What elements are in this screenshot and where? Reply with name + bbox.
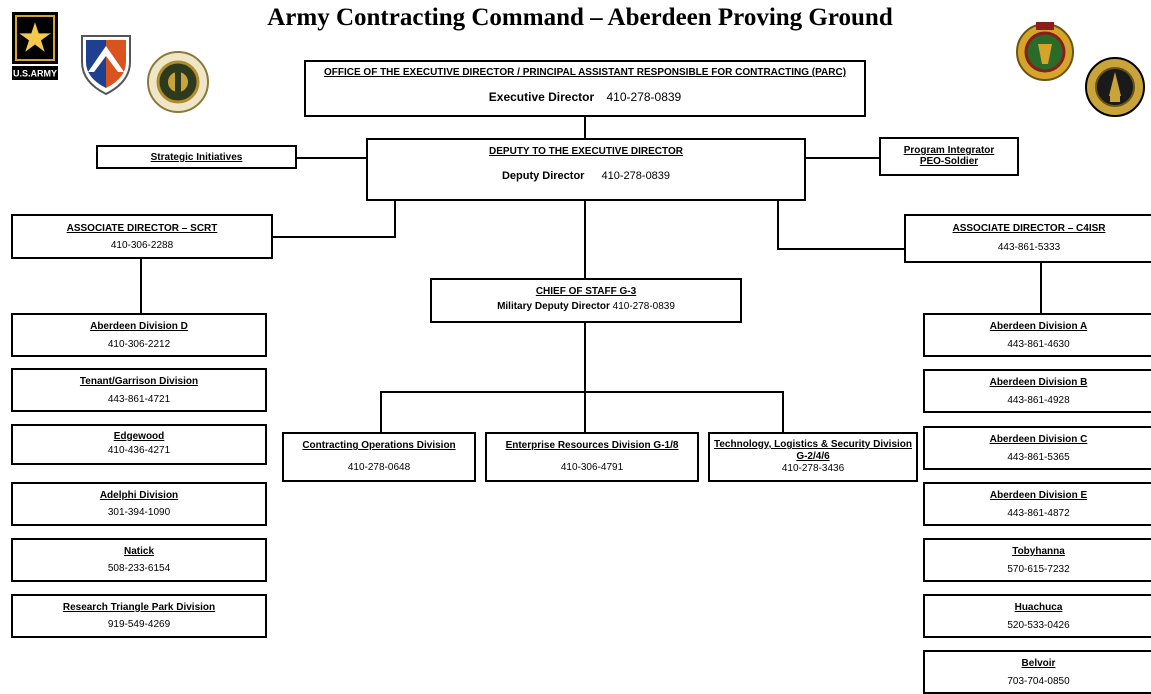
- seal-icon: [146, 50, 210, 114]
- chief-of-staff-line: Military Deputy Director 410-278-0839: [432, 301, 740, 312]
- left-division-phone: 410-306-2212: [107, 339, 171, 350]
- left-division-box: Aberdeen Division D 410-306-2212: [11, 313, 267, 357]
- left-division-box: Tenant/Garrison Division 443-861-4721: [11, 368, 267, 412]
- army-logo: U.S.ARMY: [10, 12, 60, 82]
- left-division-box: Research Triangle Park Division 919-549-…: [11, 594, 267, 638]
- program-integrator-box: Program Integrator PEO-Soldier: [879, 137, 1019, 176]
- deputy-director-heading: DEPUTY TO THE EXECUTIVE DIRECTOR: [489, 146, 683, 157]
- right-division-phone: 570-615-7232: [1007, 564, 1070, 575]
- connector-line: [584, 322, 586, 392]
- associate-director-c4isr-heading: ASSOCIATE DIRECTOR – C4ISR: [952, 223, 1106, 234]
- connector-line: [584, 391, 586, 433]
- deputy-director-box: DEPUTY TO THE EXECUTIVE DIRECTOR Deputy …: [366, 138, 806, 201]
- right-division-phone: 443-861-4872: [1007, 508, 1070, 519]
- right-division-name: Tobyhanna: [1012, 546, 1065, 557]
- right-division-name: Aberdeen Division A: [989, 321, 1088, 332]
- connector-line: [584, 200, 586, 280]
- right-division-name: Huachuca: [1014, 602, 1063, 613]
- connector-line: [394, 196, 396, 238]
- deputy-director-phone: 410-278-0839: [601, 170, 671, 182]
- connector-line: [777, 196, 779, 250]
- center-division-phone: 410-306-4791: [560, 462, 624, 473]
- right-division-box: Aberdeen Division A 443-861-4630: [923, 313, 1151, 357]
- seal-icon: [1084, 56, 1146, 118]
- right-division-name: Aberdeen Division B: [989, 377, 1088, 388]
- chief-of-staff-label: Military Deputy Director: [497, 301, 610, 312]
- right-division-box: Belvoir 703-704-0850: [923, 650, 1151, 694]
- left-division-phone: 508-233-6154: [107, 563, 171, 574]
- connector-line: [584, 116, 586, 139]
- executive-director-box: OFFICE OF THE EXECUTIVE DIRECTOR / PRINC…: [304, 60, 866, 117]
- left-division-name: Edgewood: [113, 431, 165, 442]
- center-division-box: Technology, Logistics & Security Divisio…: [708, 432, 918, 482]
- connector-line: [380, 391, 784, 393]
- page-title: Army Contracting Command – Aberdeen Prov…: [267, 4, 893, 31]
- left-division-name: Tenant/Garrison Division: [79, 376, 199, 387]
- connector-line: [1040, 262, 1042, 314]
- connector-line: [296, 157, 368, 159]
- connector-line: [380, 391, 382, 433]
- left-division-box: Natick 508-233-6154: [11, 538, 267, 582]
- right-division-phone: 703-704-0850: [1007, 676, 1070, 687]
- chief-of-staff-box: CHIEF OF STAFF G-3 Military Deputy Direc…: [430, 278, 742, 323]
- right-division-phone: 520-533-0426: [1007, 620, 1070, 631]
- program-integrator-line1: Program Integrator: [903, 145, 995, 156]
- left-division-box: Adelphi Division 301-394-1090: [11, 482, 267, 526]
- left-division-box: Edgewood 410-436-4271: [11, 424, 267, 465]
- right-division-box: Huachuca 520-533-0426: [923, 594, 1151, 638]
- left-division-phone: 410-436-4271: [107, 445, 171, 456]
- associate-director-c4isr-phone: 443-861-5333: [997, 242, 1061, 253]
- seal-icon: [1016, 18, 1074, 84]
- executive-director-line: Executive Director 410-278-0839: [306, 90, 864, 104]
- center-division-name: Enterprise Resources Division G-1/8: [505, 440, 679, 451]
- deputy-director-line: Deputy Director 410-278-0839: [368, 170, 804, 182]
- center-division-phone: 410-278-3436: [781, 463, 845, 474]
- connector-line: [272, 236, 396, 238]
- executive-director-label: Executive Director: [488, 90, 595, 104]
- connector-line: [140, 258, 142, 314]
- left-division-name: Natick: [123, 546, 154, 557]
- right-division-box: Aberdeen Division B 443-861-4928: [923, 369, 1151, 413]
- right-division-name: Belvoir: [1021, 658, 1056, 669]
- center-division-name: Technology, Logistics & Security Divisio…: [714, 439, 912, 462]
- shield-icon: [78, 32, 134, 96]
- left-division-phone: 919-549-4269: [107, 619, 171, 630]
- right-division-name: Aberdeen Division E: [989, 490, 1088, 501]
- strategic-initiatives-heading: Strategic Initiatives: [150, 152, 243, 163]
- right-division-phone: 443-861-5365: [1007, 452, 1070, 463]
- chief-of-staff-phone: 410-278-0839: [612, 301, 675, 312]
- center-division-phone: 410-278-0648: [347, 462, 411, 473]
- associate-director-scrt-heading: ASSOCIATE DIRECTOR – SCRT: [66, 223, 218, 234]
- center-division-box: Contracting Operations Division 410-278-…: [282, 432, 476, 482]
- associate-director-scrt-box: ASSOCIATE DIRECTOR – SCRT 410-306-2288: [11, 214, 273, 259]
- right-division-phone: 443-861-4928: [1007, 395, 1070, 406]
- chief-of-staff-heading: CHIEF OF STAFF G-3: [535, 286, 637, 297]
- program-integrator-line2: PEO-Soldier: [919, 156, 979, 167]
- connector-line: [804, 157, 881, 159]
- center-division-name: Contracting Operations Division: [302, 440, 456, 451]
- deputy-director-label: Deputy Director: [501, 170, 585, 182]
- army-logo-text: U.S.ARMY: [13, 69, 57, 79]
- strategic-initiatives-box: Strategic Initiatives: [96, 145, 297, 169]
- associate-director-c4isr-box: ASSOCIATE DIRECTOR – C4ISR 443-861-5333: [904, 214, 1151, 263]
- right-division-box: Aberdeen Division E 443-861-4872: [923, 482, 1151, 526]
- associate-director-scrt-phone: 410-306-2288: [110, 240, 174, 251]
- executive-director-phone: 410-278-0839: [606, 90, 682, 104]
- right-division-phone: 443-861-4630: [1007, 339, 1070, 350]
- left-division-phone: 443-861-4721: [107, 394, 171, 405]
- left-division-name: Research Triangle Park Division: [62, 602, 216, 613]
- center-division-box: Enterprise Resources Division G-1/8 410-…: [485, 432, 699, 482]
- left-division-name: Aberdeen Division D: [90, 321, 188, 332]
- connector-line: [777, 248, 905, 250]
- left-division-phone: 301-394-1090: [107, 507, 171, 518]
- right-division-box: Tobyhanna 570-615-7232: [923, 538, 1151, 582]
- connector-line: [782, 391, 784, 433]
- left-division-name: Adelphi Division: [99, 490, 179, 501]
- right-division-name: Aberdeen Division C: [989, 434, 1088, 445]
- right-division-box: Aberdeen Division C 443-861-5365: [923, 426, 1151, 470]
- executive-director-heading: OFFICE OF THE EXECUTIVE DIRECTOR / PRINC…: [323, 67, 847, 78]
